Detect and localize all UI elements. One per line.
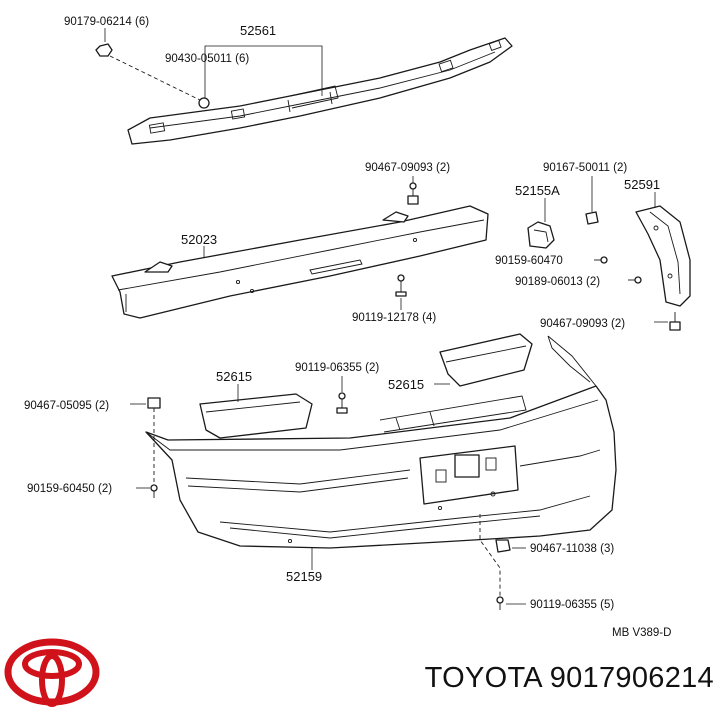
bumper-side-pad-right	[439, 333, 533, 387]
label-90167-50011: 90167-50011 (2)	[543, 162, 627, 174]
nut-90179-icon	[95, 43, 113, 57]
screw-90159-icon	[594, 256, 608, 264]
bumper-side-pad-left	[199, 393, 313, 439]
bumper-energy-absorber	[111, 205, 489, 319]
screw-90119-bottom-icon	[496, 596, 504, 610]
label-52615-left: 52615	[216, 369, 252, 384]
label-52561: 52561	[240, 23, 276, 38]
toyota-logo-icon	[4, 638, 100, 707]
label-90179-06214: 90179-06214 (6)	[64, 16, 149, 28]
label-90189-06013: 90189-06013 (2)	[515, 276, 600, 288]
bumper-exploded-view: 90179-06214 (6) 52561 90430-05011 (6) 90…	[24, 16, 691, 639]
clip-90167-icon	[585, 211, 599, 225]
label-90119-12178: 90119-12178 (4)	[352, 312, 436, 324]
bolt-90119-pad-icon	[336, 392, 348, 414]
label-52023: 52023	[181, 232, 217, 247]
clip-90467-right-icon	[669, 312, 681, 331]
label-52591: 52591	[624, 177, 660, 192]
rear-bumper-reinforcement	[127, 37, 513, 145]
rear-bumper-cover	[145, 335, 617, 549]
screw-90159-left-icon	[150, 484, 158, 498]
product-caption: TOYOTA 9017906214	[424, 662, 714, 694]
label-52155A: 52155A	[515, 183, 560, 198]
side-retainer-bracket	[527, 221, 555, 249]
clip-90430-icon	[198, 97, 210, 109]
side-bracket-52591	[635, 205, 691, 307]
bolt-90119-icon	[395, 274, 407, 297]
label-90467-09093-top: 90467-09093 (2)	[365, 162, 450, 174]
label-90467-11038: 90467-11038 (3)	[530, 543, 614, 555]
label-90119-06355-top: 90119-06355 (2)	[295, 362, 379, 374]
label-90119-06355-bottom: 90119-06355 (5)	[530, 599, 614, 611]
clip-90467-icon	[407, 182, 419, 205]
diagram-code: MB V389-D	[612, 627, 671, 639]
label-90467-05095: 90467-05095 (2)	[24, 400, 109, 412]
label-52615-right: 52615	[388, 377, 424, 392]
label-90159-60450: 90159-60450 (2)	[27, 483, 112, 495]
label-52159: 52159	[286, 569, 322, 584]
clip-90467-bottom-icon	[495, 539, 511, 553]
label-90159-60470: 90159-60470	[495, 255, 563, 267]
label-90467-09093-right: 90467-09093 (2)	[540, 318, 625, 330]
clip-90467-left-icon	[147, 397, 161, 409]
screw-90189-icon	[628, 276, 642, 284]
label-90430-05011: 90430-05011 (6)	[165, 53, 249, 65]
